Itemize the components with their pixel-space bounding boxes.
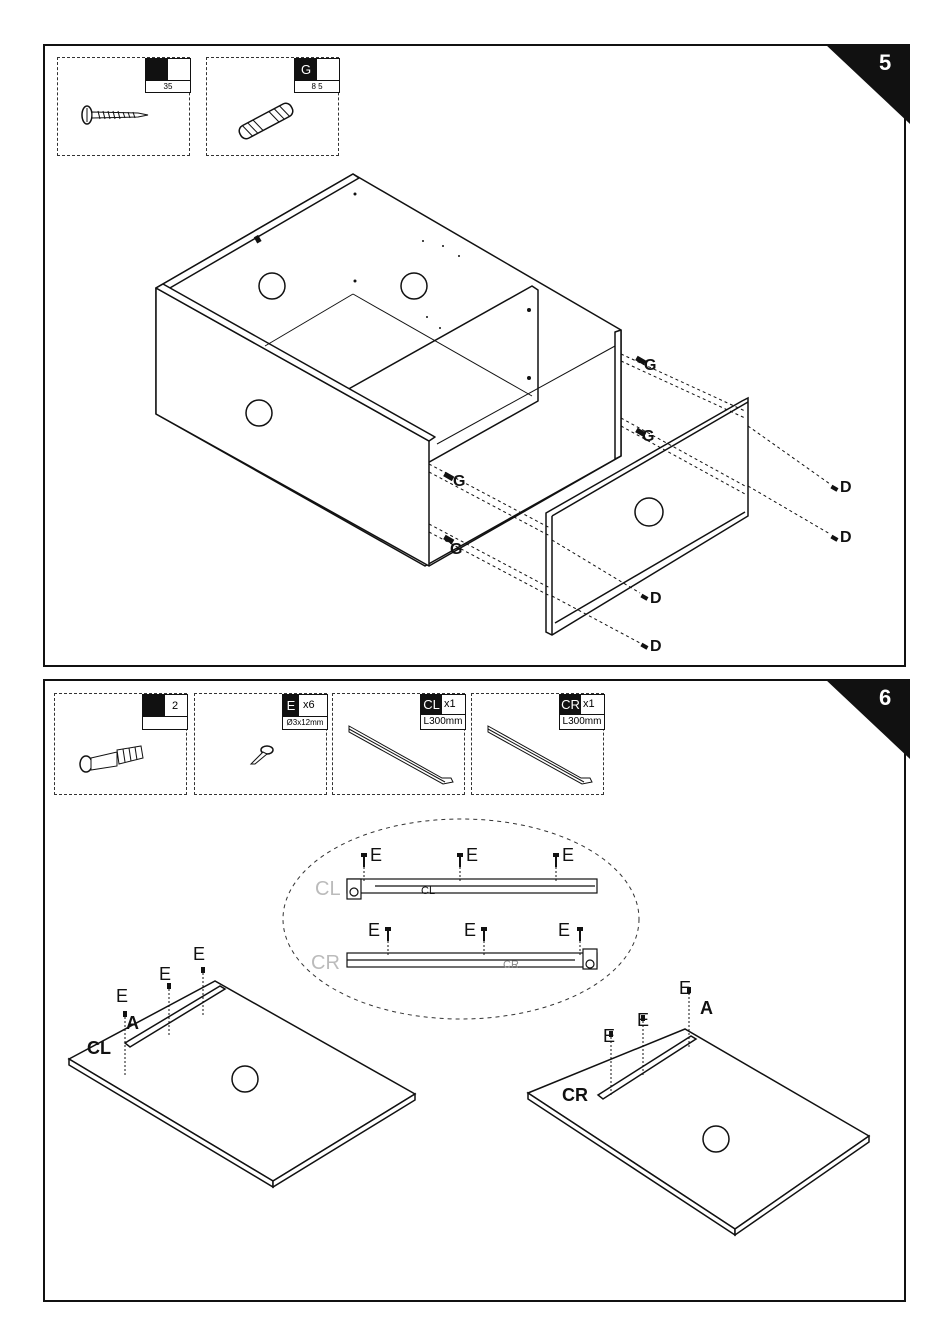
zoom-label-e-3: E (562, 846, 574, 864)
label-d-2: D (840, 530, 852, 546)
board-right-label-e-1: E (679, 979, 691, 997)
label-g-2: G (642, 429, 654, 445)
step-5-panel: 5 35 G 8 5 (43, 44, 906, 667)
board-left-label-cl: CL (87, 1039, 111, 1057)
label-d-3: D (650, 591, 662, 607)
label-g-1: G (644, 358, 656, 374)
board-right-label-a: A (700, 999, 713, 1017)
zoom-label-e-5: E (464, 921, 476, 939)
board-right-label-e-3: E (603, 1027, 615, 1045)
zoom-label-e-4: E (368, 921, 380, 939)
board-left-label-e-2: E (159, 965, 171, 983)
board-left-label-e-3: E (116, 987, 128, 1005)
zoom-label-e-1: E (370, 846, 382, 864)
board-left-label-a: A (126, 1014, 139, 1032)
zoom-label-e-2: E (466, 846, 478, 864)
step-6-panel: 6 2 E x6 Ø3x12mm CL x1 L300mm (43, 679, 906, 1302)
board-left-label-e-1: E (193, 945, 205, 963)
zoom-label-e-6: E (558, 921, 570, 939)
board-right-label-e-2: E (637, 1011, 649, 1029)
label-g-3: G (453, 474, 465, 490)
rail-mark-cr: CR (503, 960, 519, 971)
label-g-4: G (450, 542, 462, 558)
step-5-assembly-drawing (45, 46, 905, 666)
label-d-4: D (650, 639, 662, 655)
zoom-label-cr: CR (311, 953, 340, 973)
label-d-1: D (840, 480, 852, 496)
rail-detail-zoom (45, 681, 905, 1301)
board-right-label-cr: CR (562, 1086, 588, 1104)
zoom-label-cl: CL (315, 879, 341, 899)
rail-mark-cl: CL (421, 886, 435, 897)
